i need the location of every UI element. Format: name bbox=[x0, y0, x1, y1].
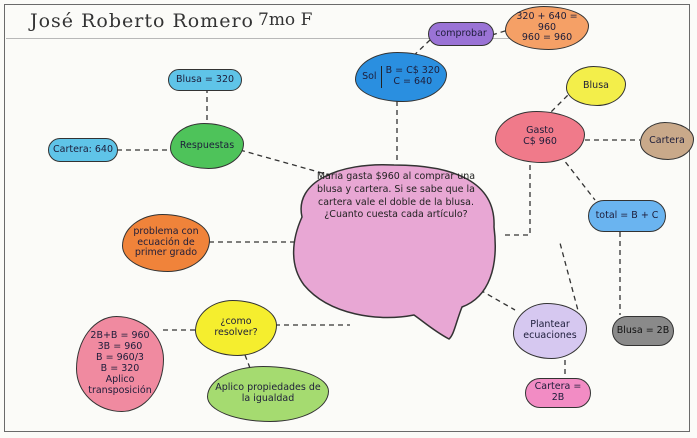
grade-label: 7mo F bbox=[258, 10, 313, 30]
respuestas-node: Respuestas bbox=[170, 123, 244, 169]
work-line: Aplico bbox=[105, 373, 135, 385]
sol-line: B = C$ 320 bbox=[385, 65, 440, 77]
cartera-2b-node: Cartera = 2B bbox=[525, 378, 591, 408]
aplico-propiedades-node: Aplico propiedades de la igualdad bbox=[207, 366, 329, 422]
central-problem-text: Maria gasta $960 al comprar una blusa y … bbox=[316, 171, 476, 221]
link-gasto-blusa bbox=[544, 94, 569, 119]
cartera-node: Cartera bbox=[640, 122, 694, 160]
plantear-ecuaciones-node: Plantear ecuaciones bbox=[513, 303, 587, 359]
gasto-line: Gasto bbox=[526, 125, 554, 137]
link-central-gasto bbox=[505, 160, 531, 236]
sol-line: C = 640 bbox=[393, 76, 433, 87]
student-name: José Roberto Romero bbox=[30, 10, 254, 32]
cartera-640-node: Cartera: 640 bbox=[48, 138, 118, 162]
link-gasto-total bbox=[559, 154, 596, 201]
work-line: transposición bbox=[88, 384, 152, 396]
link-como-propiedades bbox=[244, 354, 251, 369]
check-line: 320 + 640 = 960 bbox=[516, 10, 578, 33]
check-line: 960 = 960 bbox=[521, 32, 573, 44]
total-node: total = B + C bbox=[588, 200, 666, 232]
check-node: 320 + 640 = 960 960 = 960 bbox=[505, 6, 589, 50]
header-line bbox=[6, 38, 526, 39]
central-blob-shape bbox=[292, 163, 496, 340]
central-problem-node: Maria gasta $960 al comprar una blusa y … bbox=[284, 157, 506, 345]
gasto-line: C$ 960 bbox=[523, 136, 557, 147]
blusa-320-node: Blusa = 320 bbox=[168, 69, 242, 91]
work-line: B = 320 bbox=[100, 363, 140, 374]
work-line: 2B+B = 960 bbox=[90, 330, 150, 342]
blusa-2b-node: Blusa = 2B bbox=[612, 316, 674, 346]
paper-border bbox=[4, 4, 690, 432]
work-steps-node: 2B+B = 960 3B = 960 B = 960/3 B = 320 Ap… bbox=[76, 316, 164, 412]
blusa-node: Blusa bbox=[566, 66, 626, 106]
sol-lines: B = C$ 320 C = 640 bbox=[380, 65, 440, 88]
link-central-plantear bbox=[479, 289, 516, 311]
sol-label: Sol bbox=[362, 70, 377, 82]
link-plantear-total bbox=[559, 242, 581, 319]
solution-node: Sol B = C$ 320 C = 640 bbox=[355, 52, 447, 102]
comprobar-node: comprobar bbox=[428, 22, 494, 46]
problema-node: problema con ecuación de primer grado bbox=[122, 214, 210, 272]
work-line: B = 960/3 bbox=[96, 352, 144, 364]
gasto-node: Gasto C$ 960 bbox=[495, 111, 585, 163]
work-line: 3B = 960 bbox=[97, 341, 143, 353]
como-resolver-node: ¿como resolver? bbox=[195, 300, 277, 356]
